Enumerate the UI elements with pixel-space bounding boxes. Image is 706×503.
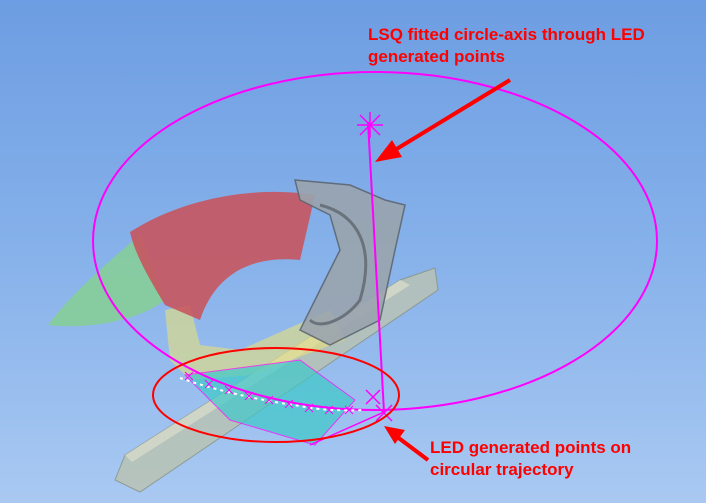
fitted-circle [92,71,658,411]
points-annotation-line1: LED generated points on [430,438,632,457]
center-point-marker [365,389,393,422]
led-points [184,371,354,415]
led-trajectory [179,377,366,412]
frame-inner [308,203,368,326]
arrow-to-axis [375,78,512,162]
yellow-bracket [165,305,345,380]
points-annotation-line2: circular trajectory [430,460,574,479]
axis-annotation-line2: generated points [368,47,505,66]
circle-axis [367,121,385,413]
arrow-to-points [384,426,430,462]
axis-point-marker [357,112,383,138]
cyan-plate [183,359,356,446]
axis-annotation-line1: LSQ fitted circle-axis through LED [368,25,645,44]
points-annotation: LED generated points on circular traject… [430,437,631,481]
highlight-ellipse [152,347,400,443]
red-fender [130,191,315,320]
axis-annotation: LSQ fitted circle-axis through LED gener… [368,24,645,68]
green-wedge [48,235,165,327]
